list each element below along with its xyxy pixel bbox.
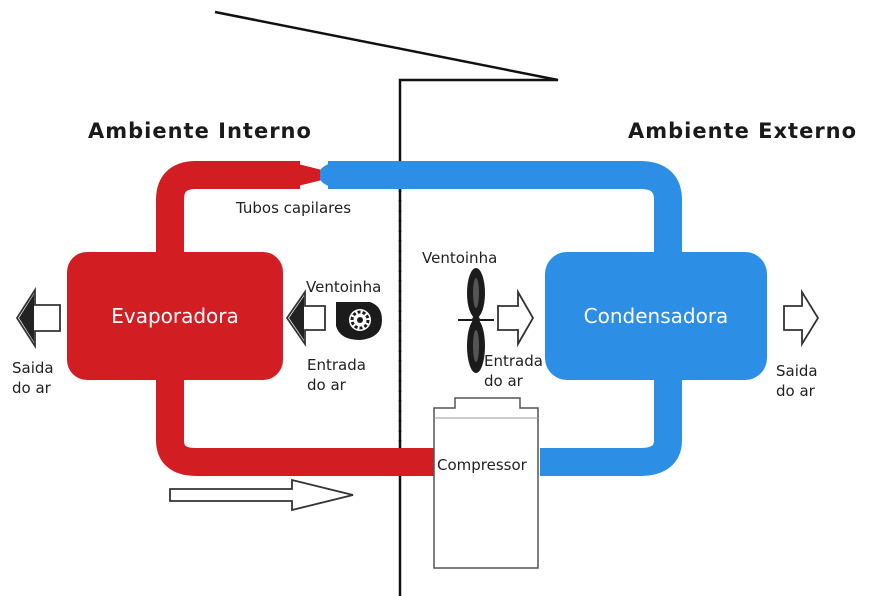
flow-direction-arrow	[169, 478, 354, 512]
air-outlet-internal-line2: do ar	[12, 379, 52, 397]
fan-arrow-internal-shade	[289, 296, 304, 340]
compressor-body	[433, 397, 539, 569]
capillary-tubes-label: Tubos capilares	[235, 199, 351, 217]
evaporator-label: Evaporadora	[111, 304, 239, 328]
heading-internal: Ambiente Interno	[88, 119, 312, 143]
air-inlet-internal-line2: do ar	[307, 376, 347, 394]
fan-arrow-external	[497, 288, 535, 348]
air-inlet-external-line1: Entrada	[484, 352, 543, 370]
blue-pipe-nozzle	[320, 162, 335, 188]
evaporator-box	[67, 252, 283, 380]
condenser-box	[545, 252, 767, 380]
fan-internal-label: Ventoinha	[306, 278, 381, 296]
air-outlet-external-line2: do ar	[776, 382, 816, 400]
air-outlet-arrow-external	[783, 288, 820, 348]
air-inlet-internal-line1: Entrada	[307, 356, 366, 374]
blue-pipe	[328, 161, 682, 476]
air-outlet-arrow-shade	[19, 294, 34, 342]
condenser-label: Condensadora	[584, 304, 729, 328]
capillary-tube-taper	[290, 162, 322, 188]
fan-arrow-internal	[285, 289, 326, 347]
heading-external: Ambiente Externo	[628, 119, 857, 143]
propeller-fan-icon	[458, 268, 494, 373]
red-pipe	[156, 161, 440, 476]
air-outlet-external-line1: Saida	[776, 362, 818, 380]
air-outlet-internal-line1: Saida	[12, 359, 54, 377]
fan-external-label: Ventoinha	[422, 249, 497, 267]
window-top-line	[214, 10, 559, 596]
air-inlet-external-line2: do ar	[484, 372, 524, 390]
blower-icon	[336, 302, 382, 340]
compressor-label: Compressor	[437, 456, 528, 474]
